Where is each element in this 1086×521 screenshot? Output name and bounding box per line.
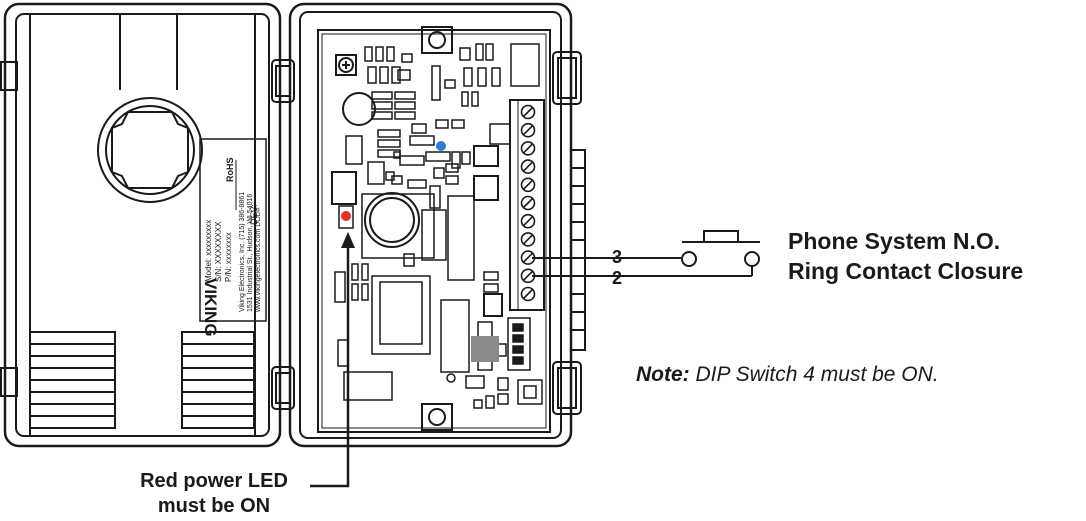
pcb-components bbox=[334, 43, 543, 409]
product-label bbox=[199, 138, 267, 322]
led-caption-line-1: Red power LED bbox=[140, 470, 288, 492]
rohs-mark: RoHS bbox=[225, 158, 235, 183]
enclosure-base bbox=[288, 2, 586, 448]
slotted-screw-icon bbox=[520, 141, 536, 156]
blue-indicator-icon bbox=[436, 141, 446, 151]
normally-open-switch-icon bbox=[681, 230, 760, 267]
model-line: Model: xxxxxxxxx bbox=[204, 220, 213, 282]
slotted-screw-icon bbox=[520, 159, 536, 174]
slotted-screw-icon bbox=[520, 104, 536, 120]
dip-switch bbox=[507, 317, 531, 371]
battery-icon bbox=[361, 192, 435, 259]
slotted-screw-icon bbox=[520, 177, 536, 193]
company-line: Viking Electronics, Inc. (715) 386-8861 bbox=[239, 192, 246, 312]
note-text: DIP Switch 4 must be ON. bbox=[689, 363, 939, 386]
wiring bbox=[532, 257, 753, 277]
led-caption-line-2: must be ON bbox=[157, 495, 271, 517]
red-power-led-icon bbox=[341, 211, 351, 221]
phone-system-line-1: Phone System N.O. bbox=[788, 228, 1001, 254]
capacitor-icon bbox=[331, 92, 503, 317]
brand-logo: VIKING bbox=[201, 278, 220, 337]
terminal-screws bbox=[520, 104, 536, 302]
potentiometer-icon bbox=[335, 54, 357, 76]
dev-field: DEV: bbox=[249, 204, 259, 225]
slotted-screw-icon bbox=[520, 250, 536, 265]
led-region bbox=[338, 141, 446, 229]
address-line: 1531 Industrial St., Hudson, WI 54016 bbox=[247, 194, 254, 312]
led-caption: Red power LED must be ON bbox=[122, 469, 306, 519]
slotted-screw-icon bbox=[520, 195, 536, 211]
circuit-board bbox=[317, 26, 551, 433]
terminal-3-label: 3 bbox=[612, 247, 623, 267]
gray-connector bbox=[471, 336, 499, 362]
terminal-2-label: 2 bbox=[612, 268, 623, 288]
slotted-screw-icon bbox=[520, 286, 536, 302]
serial-line: S/N: XXXXXXXX bbox=[214, 221, 223, 282]
terminal-block bbox=[509, 99, 545, 311]
slotted-screw-icon bbox=[520, 232, 536, 247]
product-label-text: RoHS DEV: VIKING Model: xxxxxxxxx S/N: X… bbox=[201, 158, 262, 337]
web-line: www.vikingelectronics.com DOD# bbox=[255, 207, 262, 313]
dip-switch-note: Note: DIP Switch 4 must be ON. bbox=[636, 363, 939, 387]
door-vents bbox=[29, 331, 255, 429]
slotted-screw-icon bbox=[520, 122, 536, 138]
note-prefix: Note: bbox=[636, 363, 690, 386]
sounder-icon bbox=[97, 97, 203, 203]
phone-system-label: Phone System N.O. Ring Contact Closure bbox=[788, 226, 1023, 286]
led-pointer-arrow bbox=[310, 232, 355, 488]
slotted-screw-icon bbox=[520, 213, 536, 229]
phone-system-line-2: Ring Contact Closure bbox=[788, 258, 1024, 284]
part-line: P/N: xxxxxxxx bbox=[224, 232, 233, 282]
